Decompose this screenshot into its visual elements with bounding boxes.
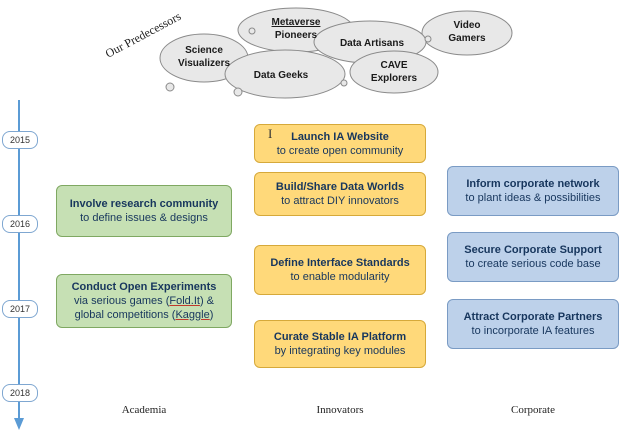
academia-box-research: Involve research community to define iss… — [56, 185, 232, 237]
innovators-box-curate-title: Curate Stable IA Platform — [273, 331, 407, 343]
academia-box-experiments-sub2: global competitions (Kaggle) — [74, 309, 214, 321]
year-2016: 2016 — [2, 215, 38, 233]
corporate-box-inform: Inform corporate network to plant ideas … — [447, 166, 619, 216]
cloud-label-explorers: Explorers — [371, 73, 418, 84]
corporate-box-inform-sub: to plant ideas & possibilities — [465, 192, 601, 204]
corporate-box-attract-title: Attract Corporate Partners — [463, 311, 603, 323]
foldit-link[interactable]: Fold.It — [169, 295, 200, 307]
academia-box-experiments: Conduct Open Experiments via serious gam… — [56, 274, 232, 328]
academia-box-research-sub: to define issues & designs — [80, 212, 208, 224]
column-label-corporate: Corporate — [511, 404, 555, 416]
text-cursor-icon: I — [268, 126, 273, 141]
cloud-label-science: Science — [185, 45, 223, 56]
innovators-box-launch-sub: to create open community — [276, 144, 404, 157]
corporate-box-secure: Secure Corporate Support to create serio… — [447, 232, 619, 282]
innovators-box-launch: Launch IA Website to create open communi… — [254, 124, 426, 163]
innovators-box-define-title: Define Interface Standards — [270, 257, 410, 269]
cloud-label-metaverse: Metaverse — [272, 17, 321, 28]
cloud-label-cave: CAVE — [380, 60, 407, 71]
innovators-box-curate: Curate Stable IA Platform by integrating… — [254, 320, 426, 368]
corporate-box-inform-title: Inform corporate network — [466, 178, 600, 190]
academia-box-research-title: Involve research community — [69, 198, 219, 210]
cloud-label-data-artisans: Data Artisans — [340, 38, 405, 49]
thought-bubbles — [165, 27, 432, 97]
academia-box-experiments-sub: via serious games (Fold.It) & — [73, 295, 214, 307]
innovators-box-define-sub: to enable modularity — [290, 271, 390, 283]
cloud-label-video: Video — [453, 20, 480, 31]
innovators-box-curate-sub: by integrating key modules — [274, 345, 406, 357]
innovators-box-build-sub: to attract DIY innovators — [281, 195, 399, 207]
innovators-box-launch-title: Launch IA Website — [291, 130, 389, 143]
year-2015: 2015 — [2, 131, 38, 149]
cloud-label-pioneers: Pioneers — [275, 30, 318, 41]
timeline-arrow — [14, 418, 24, 430]
cloud-label-data-geeks: Data Geeks — [254, 70, 309, 81]
year-2018: 2018 — [2, 384, 38, 402]
cloud-data-geeks — [224, 49, 346, 99]
innovators-box-define: Define Interface Standards to enable mod… — [254, 245, 426, 295]
cloud-label-gamers: Gamers — [448, 33, 486, 44]
innovators-box-build-title: Build/Share Data Worlds — [275, 181, 405, 193]
year-2017: 2017 — [2, 300, 38, 318]
corporate-box-attract: Attract Corporate Partners to incorporat… — [447, 299, 619, 349]
column-label-academia: Academia — [121, 404, 167, 416]
corporate-box-attract-sub: to incorporate IA features — [471, 325, 595, 337]
academia-box-experiments-title: Conduct Open Experiments — [71, 281, 217, 293]
innovators-box-build: Build/Share Data Worlds to attract DIY i… — [254, 172, 426, 216]
cloud-cave-explorers — [349, 50, 439, 94]
column-label-innovators: Innovators — [316, 404, 364, 416]
corporate-box-secure-title: Secure Corporate Support — [464, 244, 602, 256]
cloud-label-visualizers: Visualizers — [178, 58, 231, 69]
corporate-box-secure-sub: to create serious code base — [465, 258, 601, 270]
kaggle-link[interactable]: Kaggle — [175, 309, 210, 321]
cloud-video-gamers — [421, 10, 513, 56]
